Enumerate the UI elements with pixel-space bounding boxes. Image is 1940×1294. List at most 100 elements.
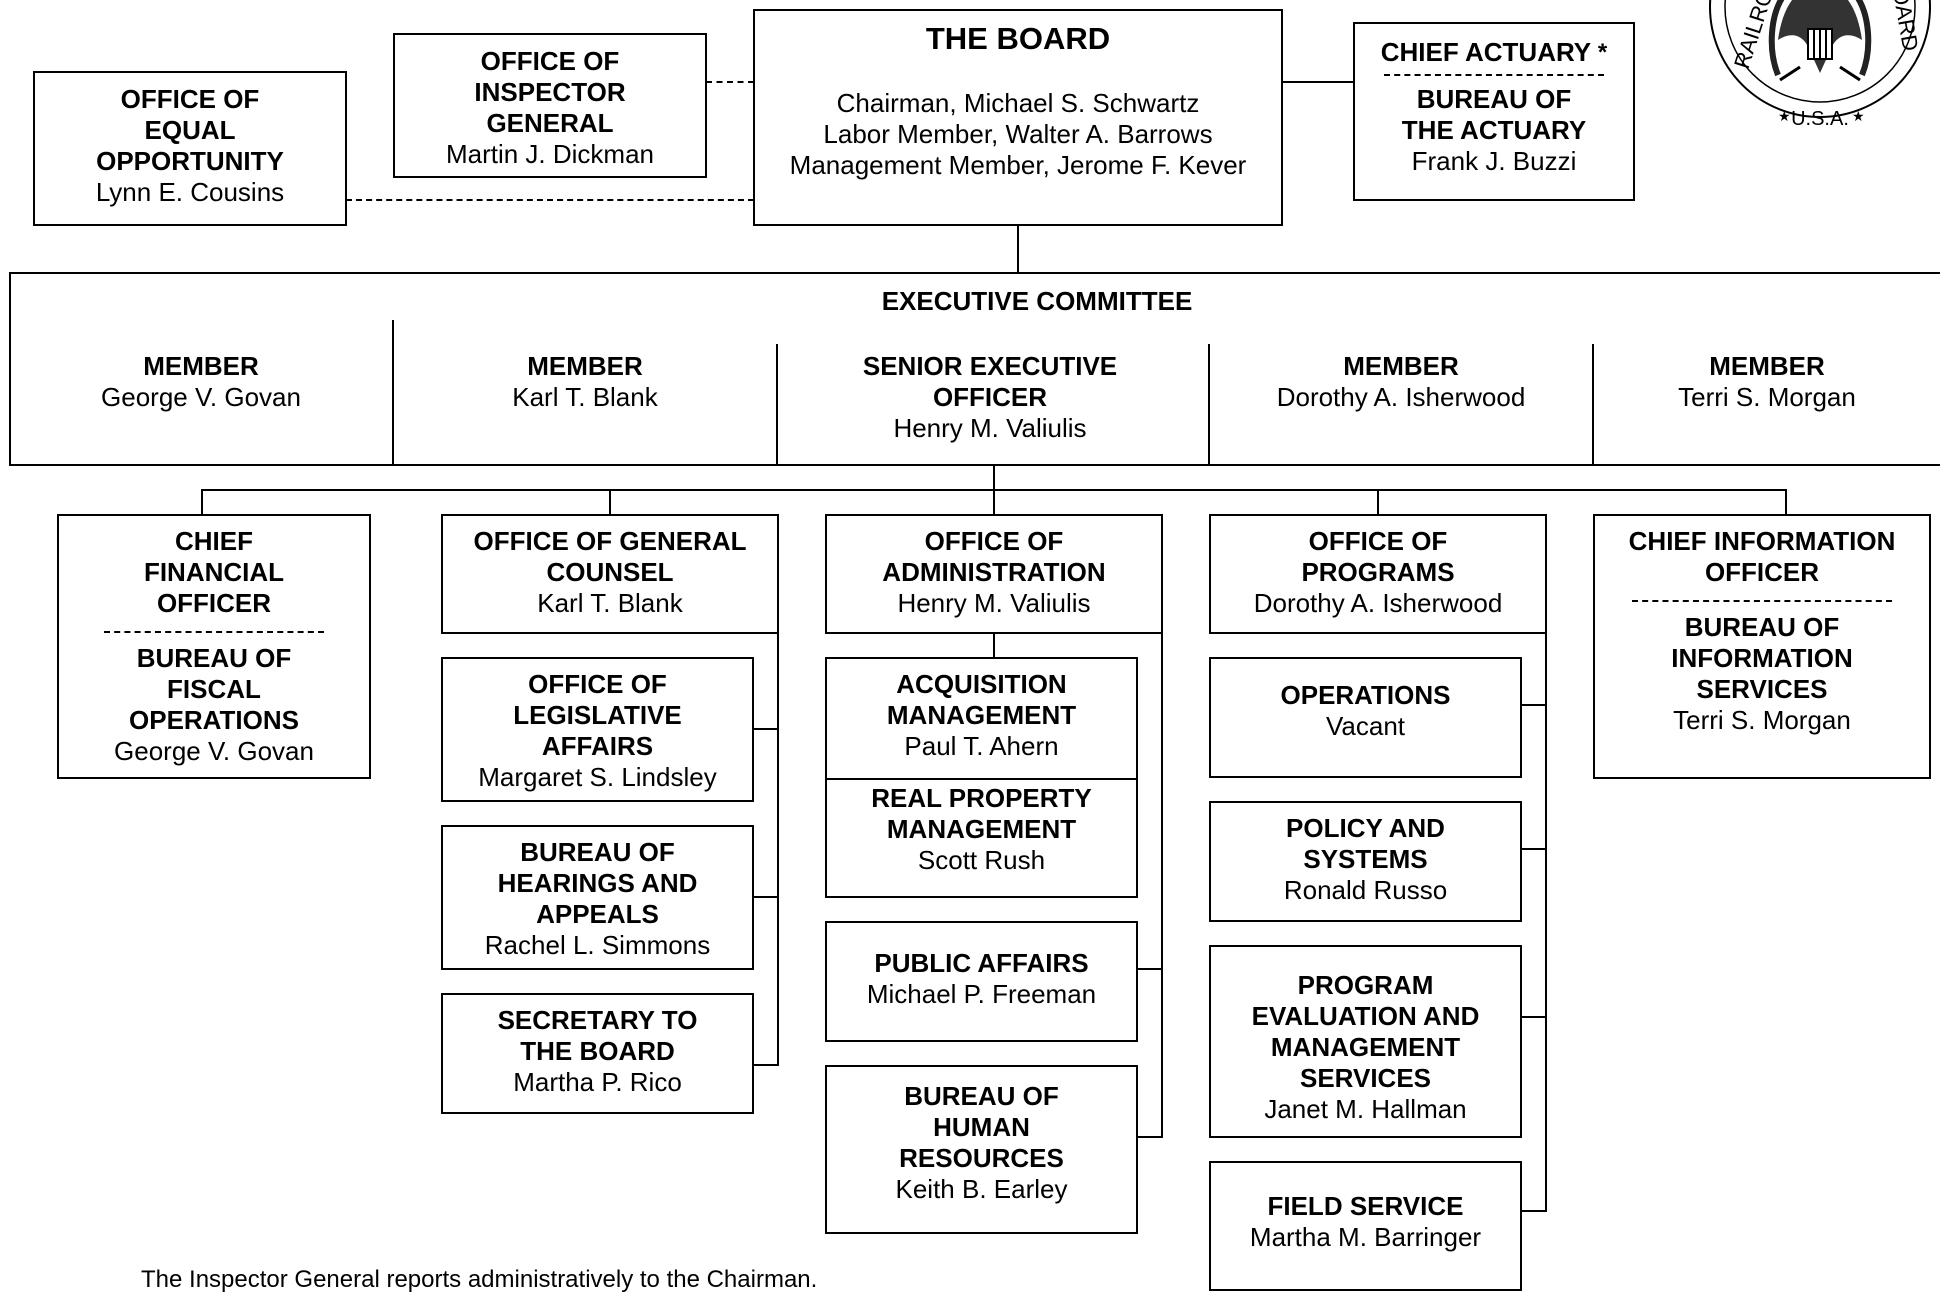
policy-systems-box: POLICY AND SYSTEMS Ronald Russo (1209, 801, 1522, 922)
human-resources-box: BUREAU OF HUMAN RESOURCES Keith B. Earle… (825, 1065, 1138, 1234)
cio-box: CHIEF INFORMATION OFFICER BUREAU OF INFO… (1593, 514, 1931, 779)
connector-programs-evaluation (1521, 1016, 1547, 1018)
operations-title: OPERATIONS (1280, 680, 1451, 710)
programs-name: Dorothy A. Isherwood (1253, 588, 1503, 618)
cfo-bureau-title: BUREAU OF FISCAL OPERATIONS (129, 643, 299, 735)
committee-member-name: Dorothy A. Isherwood (1276, 382, 1526, 412)
committee-member-name: Terri S. Morgan (1678, 382, 1856, 412)
connector-admin-hr (1137, 1136, 1163, 1138)
committee-member-role: SENIOR EXECUTIVE OFFICER (862, 351, 1118, 412)
executive-committee-box: EXECUTIVE COMMITTEE (9, 272, 1940, 466)
seal-text-bottom: U.S.A. (1791, 108, 1849, 130)
operations-name: Vacant (1325, 711, 1405, 741)
operations-box: OPERATIONS Vacant (1209, 657, 1522, 778)
connector-drop-admin (993, 489, 995, 515)
human-resources-title: BUREAU OF HUMAN RESOURCES (899, 1081, 1064, 1173)
cfo-title: CHIEF FINANCIAL OFFICER (143, 526, 285, 618)
secretary-board-name: Martha P. Rico (513, 1067, 682, 1097)
committee-divider (392, 320, 394, 466)
committee-divider (776, 344, 778, 466)
connector-gc-hearings (752, 896, 779, 898)
connector-gc-legislative (752, 728, 779, 730)
connector-programs-field (1521, 1210, 1547, 1212)
connector-programs-policy (1521, 848, 1547, 850)
committee-member-role: MEMBER (1343, 351, 1459, 381)
inspector-general-name: Martin J. Dickman (445, 139, 655, 169)
connector-drop-programs (1377, 489, 1379, 515)
general-counsel-name: Karl T. Blank (537, 588, 683, 618)
committee-member: MEMBER Terri S. Morgan (1594, 351, 1940, 413)
real-property-title: REAL PROPERTY MANAGEMENT (871, 783, 1092, 844)
connector-board-actuary (1282, 81, 1354, 83)
actuary-name: Frank J. Buzzi (1411, 146, 1577, 176)
board-member: Labor Member, Walter A. Barrows (823, 119, 1213, 149)
acquisition-management-name: Paul T. Ahern (904, 731, 1059, 761)
committee-divider (1592, 344, 1594, 466)
secretary-board-title: SECRETARY TO THE BOARD (497, 1005, 698, 1066)
office-equal-opportunity-box: OFFICE OF EQUAL OPPORTUNITY Lynn E. Cous… (33, 71, 347, 226)
connector-admin-acquisition (993, 632, 995, 658)
board-title: THE BOARD (925, 21, 1111, 56)
hearings-appeals-box: BUREAU OF HEARINGS AND APPEALS Rachel L.… (441, 825, 754, 970)
connector-drop-cfo (201, 489, 203, 515)
policy-systems-name: Ronald Russo (1283, 875, 1448, 905)
administration-title: OFFICE OF ADMINISTRATION (882, 526, 1106, 587)
public-affairs-title: PUBLIC AFFAIRS (874, 948, 1089, 978)
connector-board-committee (1017, 225, 1019, 273)
acquisition-management-title: ACQUISITION MANAGEMENT (886, 669, 1077, 730)
connector-programs-operations (1521, 704, 1547, 706)
committee-member: MEMBER Dorothy A. Isherwood (1210, 351, 1592, 413)
public-affairs-name: Michael P. Freeman (866, 979, 1097, 1009)
general-counsel-box: OFFICE OF GENERAL COUNSEL Karl T. Blank (441, 514, 779, 634)
legislative-affairs-name: Margaret S. Lindsley (478, 762, 717, 792)
programs-title: OFFICE OF PROGRAMS (1301, 526, 1455, 587)
seal-star-icon: ★ (1778, 108, 1791, 124)
program-evaluation-box: PROGRAM EVALUATION AND MANAGEMENT SERVIC… (1209, 945, 1522, 1138)
secretary-board-box: SECRETARY TO THE BOARD Martha P. Rico (441, 993, 754, 1114)
administration-name: Henry M. Valiulis (897, 588, 1091, 618)
committee-senior-executive: SENIOR EXECUTIVE OFFICER Henry M. Valiul… (840, 351, 1140, 444)
cio-bureau-title: BUREAU OF INFORMATION SERVICES (1671, 612, 1853, 704)
committee-member-role: MEMBER (143, 351, 259, 381)
office-equal-opportunity-name: Lynn E. Cousins (95, 177, 285, 207)
policy-systems-title: POLICY AND SYSTEMS (1286, 813, 1445, 874)
real-property-name: Scott Rush (917, 845, 1046, 875)
connector-programs-spine (1545, 632, 1547, 1212)
chief-actuary-title-text: CHIEF ACTUARY (1380, 37, 1591, 67)
connector-committee-trunk (993, 465, 995, 489)
connector-admin-spine (1161, 632, 1163, 1138)
divider (104, 631, 324, 633)
general-counsel-title: OFFICE OF GENERAL COUNSEL (473, 526, 747, 587)
committee-member-role: MEMBER (527, 351, 643, 381)
chief-actuary-box: CHIEF ACTUARY * BUREAU OF THE ACTUARY Fr… (1353, 22, 1635, 201)
cfo-box: CHIEF FINANCIAL OFFICER BUREAU OF FISCAL… (57, 514, 371, 779)
inspector-general-box: OFFICE OF INSPECTOR GENERAL Martin J. Di… (393, 33, 707, 178)
public-affairs-box: PUBLIC AFFAIRS Michael P. Freeman (825, 921, 1138, 1042)
executive-committee-title: EXECUTIVE COMMITTEE (881, 286, 1193, 316)
field-service-title: FIELD SERVICE (1267, 1191, 1464, 1221)
office-equal-opportunity-title: OFFICE OF EQUAL OPPORTUNITY (96, 84, 284, 176)
eagle-seal-icon: RAILROAD BOARD U.S.A. ★ ★ (1709, 0, 1931, 130)
committee-member: MEMBER Karl T. Blank (394, 351, 776, 413)
chief-actuary-asterisk: * (1597, 39, 1608, 66)
connector-admin-public-affairs (1137, 968, 1163, 970)
footnote: The Inspector General reports administra… (141, 1266, 818, 1293)
seal-text-right: BOARD (1885, 0, 1923, 53)
connector-ig-board (706, 81, 754, 83)
hearings-appeals-title: BUREAU OF HEARINGS AND APPEALS (497, 837, 698, 929)
chief-actuary-title: CHIEF ACTUARY * (1355, 37, 1633, 68)
administration-box: OFFICE OF ADMINISTRATION Henry M. Valiul… (825, 514, 1163, 634)
acquisition-management-box: ACQUISITION MANAGEMENT Paul T. Ahern (825, 657, 1138, 780)
programs-box: OFFICE OF PROGRAMS Dorothy A. Isherwood (1209, 514, 1547, 634)
board-member: Chairman, Michael S. Schwartz (836, 88, 1200, 118)
connector-gc-secretary (752, 1064, 779, 1066)
connector-drop-gc (609, 489, 611, 515)
cio-title: CHIEF INFORMATION OFFICER (1628, 526, 1896, 587)
connector-drop-cio (1785, 489, 1787, 515)
field-service-box: FIELD SERVICE Martha M. Barringer (1209, 1161, 1522, 1291)
committee-member-role: MEMBER (1709, 351, 1825, 381)
inspector-general-title: OFFICE OF INSPECTOR GENERAL (474, 46, 626, 138)
legislative-affairs-box: OFFICE OF LEGISLATIVE AFFAIRS Margaret S… (441, 657, 754, 802)
hearings-appeals-name: Rachel L. Simmons (484, 930, 711, 960)
committee-member: MEMBER George V. Govan (10, 351, 392, 413)
